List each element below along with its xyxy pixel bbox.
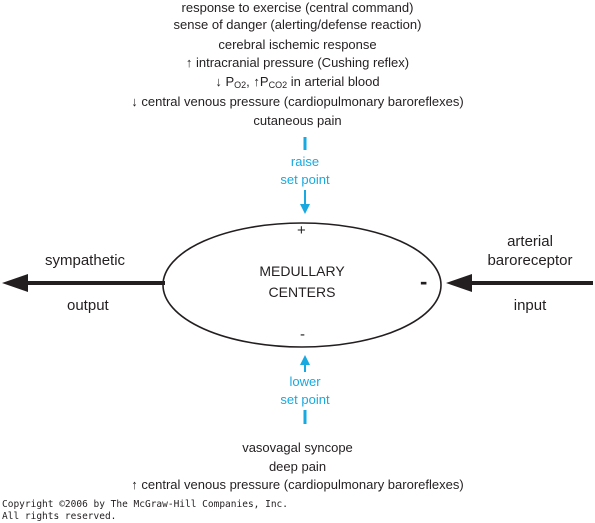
lower-set-point-arrow	[300, 355, 310, 424]
copyright-line-2: All rights reserved.	[2, 511, 117, 522]
po2-sub: O2	[234, 80, 247, 90]
top-input-3: cerebral ischemic response	[218, 37, 377, 52]
plus-sign: +	[297, 222, 306, 239]
po2-p: P	[225, 74, 235, 89]
input-label: input	[513, 297, 547, 314]
baroreceptor-input-arrow	[446, 274, 593, 292]
minus-sign-right: -	[420, 269, 428, 294]
top-input-7: cutaneous pain	[253, 113, 342, 128]
pco2-sub: CO2	[268, 80, 288, 90]
down-arrow-glyph: ↓	[215, 74, 222, 89]
arterial-label: arterial	[507, 233, 553, 250]
output-label: output	[67, 297, 109, 314]
sympathetic-output-arrow	[2, 274, 165, 292]
raise-label: raise	[290, 154, 320, 169]
raise-set-point-arrow	[300, 137, 310, 214]
set-point-label-bottom: set point	[280, 392, 330, 407]
set-point-label-top: set point	[280, 172, 330, 187]
sympathetic-label: sympathetic	[45, 252, 126, 269]
top-input-4: ↑ intracranial pressure (Cushing reflex)	[185, 55, 410, 70]
top-input-1: response to exercise (central command)	[181, 0, 414, 15]
lower-label: lower	[289, 374, 321, 389]
minus-sign-bottom: -	[300, 326, 305, 343]
center-line-1: MEDULLARY	[259, 263, 345, 279]
copyright-line-1: Copyright ©2006 by The McGraw-Hill Compa…	[2, 499, 288, 510]
pco2-p: P	[259, 74, 269, 89]
up-arrow-glyph: ↑	[253, 74, 260, 89]
center-line-2: CENTERS	[268, 284, 336, 300]
blood-gas-tail: in arterial blood	[290, 74, 380, 89]
top-input-2: sense of danger (alerting/defense reacti…	[173, 17, 422, 32]
bottom-input-2: deep pain	[268, 459, 327, 474]
baroreceptor-label: baroreceptor	[487, 252, 573, 269]
blood-gas-line: ↓ PO2, ↑PCO2 in arterial blood	[0, 73, 595, 90]
separator: ,	[246, 74, 250, 89]
bottom-input-3: ↑ central venous pressure (cardiopulmona…	[131, 477, 464, 492]
bottom-input-1: vasovagal syncope	[242, 440, 353, 455]
top-input-6: ↓ central venous pressure (cardiopulmona…	[131, 94, 464, 109]
